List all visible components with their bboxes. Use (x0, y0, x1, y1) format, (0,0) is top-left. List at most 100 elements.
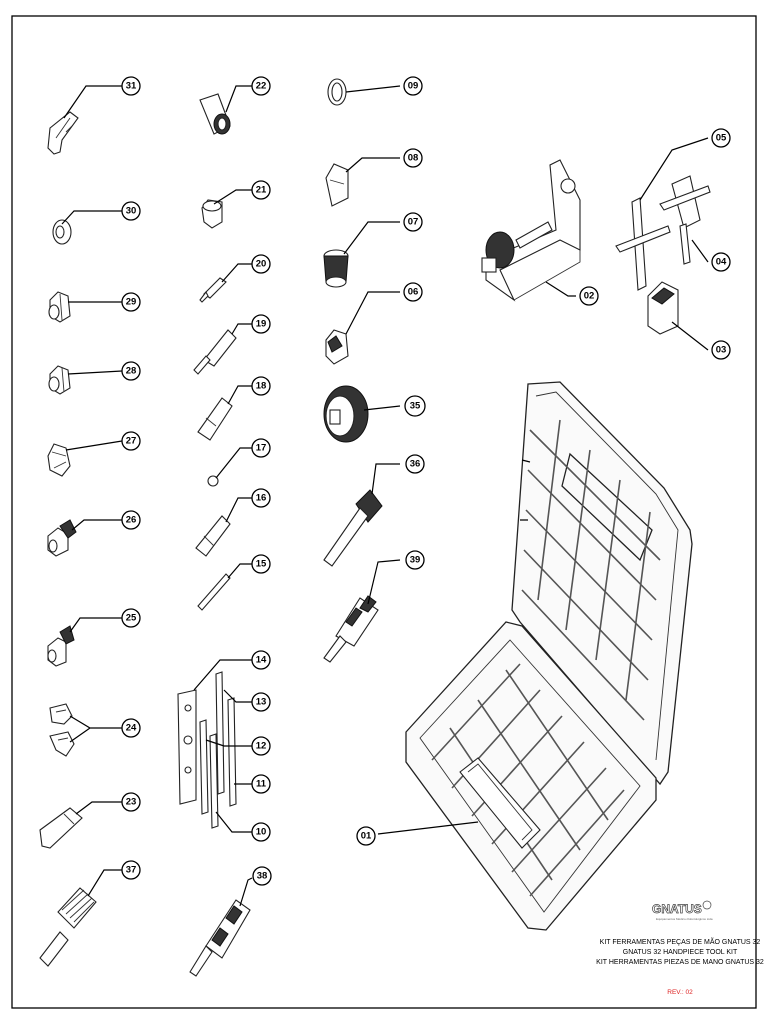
logo-tagline: Equipamentos Médico-Odontológicos Ltda (656, 917, 713, 921)
part-13-rod (215, 671, 225, 795)
part-35-large-knurled-nut (323, 385, 369, 443)
part-25-knurled-nut (47, 625, 75, 667)
callout-12: 12 (251, 736, 271, 756)
callout-label: 19 (256, 319, 267, 330)
callout-18: 18 (251, 376, 271, 396)
callout-label: 26 (126, 515, 137, 526)
part-37-knurled-driver (39, 887, 97, 967)
title-line-2: GNATUS 32 HANDPIECE TOOL KIT (623, 949, 738, 956)
callout-label: 16 (256, 493, 267, 504)
part-02-holder-block (481, 159, 581, 302)
callout-16: 16 (251, 488, 271, 508)
part-20-pin (199, 277, 227, 303)
callout-20: 20 (251, 254, 271, 274)
part-11-rod (227, 697, 237, 807)
callout-28: 28 (121, 361, 141, 381)
callout-label: 08 (408, 153, 419, 164)
callout-22: 22 (251, 76, 271, 96)
callout-label: 12 (256, 741, 267, 752)
callout-03: 03 (711, 340, 731, 360)
callout-36: 36 (405, 454, 425, 474)
part-21-cap (201, 199, 223, 229)
part-09-ring (327, 78, 347, 106)
logo-mark-icon (702, 900, 712, 910)
part-05-t-key (615, 197, 671, 291)
part-27-clip (47, 443, 71, 477)
part-18-shaft (197, 397, 233, 441)
callout-23: 23 (121, 792, 141, 812)
callout-09: 09 (403, 76, 423, 96)
part-24-clamp-pair (49, 703, 75, 757)
callout-35: 35 (404, 395, 426, 417)
callout-label: 07 (408, 217, 419, 228)
callout-label: 28 (126, 366, 137, 377)
callout-label: 37 (126, 865, 137, 876)
revision-label: REV.: 02 (667, 989, 693, 996)
part-28-bushing (48, 365, 71, 395)
callout-label: 20 (256, 259, 267, 270)
callout-label: 36 (410, 459, 421, 470)
gnatus-logo: GNATUS Equipamentos Médico-Odontológicos… (652, 900, 713, 921)
callout-label: 09 (408, 81, 419, 92)
part-15-thin-pin (197, 573, 231, 611)
callout-label: 39 (410, 555, 421, 566)
callout-label: 04 (716, 257, 727, 268)
callout-label: 23 (126, 797, 137, 808)
callout-10: 10 (251, 822, 271, 842)
callout-11: 11 (251, 774, 271, 794)
part-39-chuck-driver (323, 595, 379, 663)
callout-38: 38 (252, 866, 272, 886)
callout-label: 21 (256, 185, 267, 196)
part-01-carry-case (405, 381, 693, 931)
callout-label: 10 (256, 827, 267, 838)
part-14-plate-key (177, 689, 197, 805)
part-29-bushing (48, 291, 71, 323)
callout-label: 02 (584, 291, 595, 302)
part-12-rod (199, 719, 209, 815)
callout-label: 05 (716, 133, 727, 144)
callout-14: 14 (251, 650, 271, 670)
callout-label: 24 (126, 723, 137, 734)
part-31-spatula (47, 111, 79, 155)
callout-08: 08 (403, 148, 423, 168)
callout-label: 25 (126, 613, 137, 624)
callout-21: 21 (251, 180, 271, 200)
sheet-border (11, 15, 757, 1009)
part-23-sleeve (39, 807, 83, 849)
callout-label: 31 (126, 81, 137, 92)
leader-lines (61, 85, 709, 907)
callout-label: 30 (126, 206, 137, 217)
part-04-t-key (659, 175, 711, 265)
callout-label: 35 (410, 401, 421, 412)
title-line-3: KIT HERRAMENTAS PIEZAS DE MANO GNATUS 32 (596, 959, 764, 966)
callout-39: 39 (405, 550, 425, 570)
callout-label: 01 (361, 831, 372, 842)
callout-37: 37 (121, 860, 141, 880)
logo-wordmark: GNATUS (652, 902, 702, 916)
callout-label: 06 (408, 287, 419, 298)
callout-label: 13 (256, 697, 267, 708)
callout-04: 04 (711, 252, 731, 272)
part-36-driver (323, 489, 383, 567)
callout-30: 30 (121, 201, 141, 221)
callout-05: 05 (711, 128, 731, 148)
title-line-1: KIT FERRAMENTAS PEÇAS DE MÃO GNATUS 32 (600, 937, 761, 946)
part-06-knurled-cap (325, 329, 349, 365)
part-17-ball (207, 475, 219, 487)
callout-label: 29 (126, 297, 137, 308)
callout-label: 11 (256, 779, 267, 790)
callout-label: 17 (256, 443, 267, 454)
callout-29: 29 (121, 292, 141, 312)
callout-17: 17 (251, 438, 271, 458)
part-10-rod (209, 733, 219, 829)
callout-01: 01 (356, 826, 376, 846)
part-08-clip (325, 163, 349, 207)
part-38-knurled-tool (189, 899, 251, 977)
part-16-shaft (195, 515, 231, 557)
callout-13: 13 (251, 692, 271, 712)
callout-label: 27 (126, 436, 137, 447)
callout-15: 15 (251, 554, 271, 574)
title-block: KIT FERRAMENTAS PEÇAS DE MÃO GNATUS 32 G… (596, 937, 764, 966)
callout-19: 19 (251, 314, 271, 334)
part-03-cap (647, 281, 679, 335)
